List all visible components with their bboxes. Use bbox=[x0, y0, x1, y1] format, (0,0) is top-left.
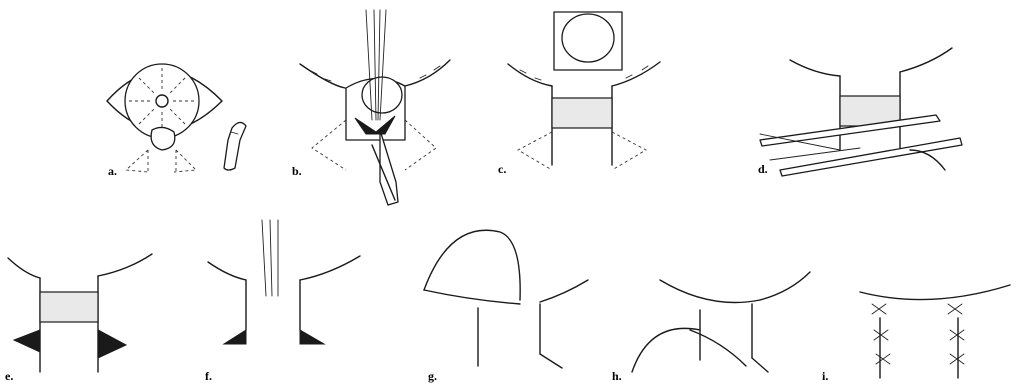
eye-illustration bbox=[107, 64, 222, 138]
panel-d-label: d. bbox=[758, 162, 768, 176]
panel-g-label: g. bbox=[428, 369, 437, 383]
defect-edges bbox=[660, 272, 810, 303]
curved-needle bbox=[632, 328, 746, 372]
panel-g bbox=[424, 230, 588, 368]
panel-h bbox=[632, 272, 810, 372]
bone-fragment bbox=[224, 122, 246, 170]
graft-flap bbox=[554, 12, 622, 70]
panel-a bbox=[107, 64, 246, 172]
repair-site bbox=[224, 280, 324, 344]
panel-b-label: b. bbox=[292, 164, 302, 178]
panel-a-label: a. bbox=[108, 164, 117, 178]
panel-h-label: h. bbox=[612, 369, 622, 383]
panel-c-label: c. bbox=[498, 162, 506, 176]
defect-edges bbox=[8, 254, 152, 278]
interrupted-sutures bbox=[872, 304, 964, 378]
defect-edges bbox=[790, 48, 952, 76]
panel-e bbox=[8, 254, 152, 372]
defect-edges bbox=[424, 280, 588, 304]
panel-c bbox=[508, 12, 660, 170]
panel-d bbox=[760, 48, 962, 176]
defect-edges bbox=[208, 256, 360, 280]
forceps-instrument bbox=[262, 220, 278, 296]
panel-i-label: i. bbox=[822, 369, 828, 383]
panel-f-label: f. bbox=[205, 369, 212, 383]
recipient-bed bbox=[518, 86, 646, 170]
repair-site bbox=[14, 276, 126, 372]
defect-edges bbox=[860, 285, 1010, 300]
graft-tissue bbox=[126, 127, 196, 172]
panel-labels: a. b. c. d. e. f. g. h. i. bbox=[5, 162, 828, 383]
repair-site bbox=[478, 304, 562, 368]
panel-f bbox=[208, 220, 360, 344]
graft-in-place bbox=[840, 72, 900, 150]
repair-site bbox=[700, 304, 768, 372]
panel-b bbox=[300, 10, 450, 205]
panel-i bbox=[860, 285, 1010, 378]
suture-loop bbox=[424, 230, 520, 300]
panel-e-label: e. bbox=[5, 369, 13, 383]
